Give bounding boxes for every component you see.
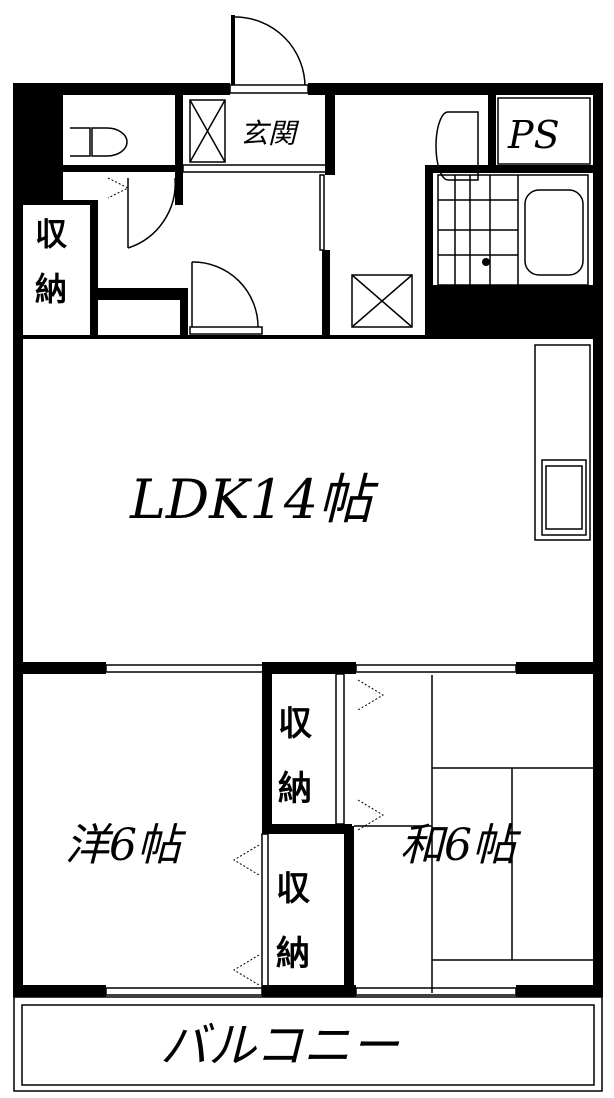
western-room-label: 洋6帖 (65, 820, 187, 871)
ldk-room: LDK14帖 (23, 335, 593, 541)
storage-lower-char2: 納 (276, 934, 310, 974)
storage-left-char2: 納 (35, 270, 67, 308)
middle-wall (13, 662, 603, 674)
ps-box: PS (497, 97, 591, 165)
outer-walls (13, 83, 603, 995)
washbasin (435, 95, 496, 181)
balcony-label: バルコニー (160, 1018, 400, 1074)
western-room: 洋6帖 (65, 820, 187, 871)
toilet (63, 95, 183, 205)
corridor (98, 174, 413, 335)
entrance-door (229, 15, 309, 94)
balcony: バルコニー (13, 996, 603, 1092)
ps-label: PS (507, 113, 560, 157)
storage-upper-char1: 収 (278, 704, 312, 744)
ldk-label: LDK14帖 (129, 468, 379, 531)
storage-upper-char2: 納 (278, 769, 312, 809)
entrance-area: 玄関 (182, 95, 335, 175)
japanese-room-label: 和6帖 (400, 820, 522, 871)
japanese-room: 和6帖 (354, 675, 593, 993)
entrance-label: 玄関 (240, 117, 300, 150)
storage-lower-char1: 収 (276, 869, 310, 909)
bathroom (425, 165, 593, 335)
bottom-wall (13, 985, 603, 997)
middle-storages: 収 納 収 納 (233, 673, 384, 995)
storage-left-char1: 収 (35, 215, 67, 253)
left-storage: 収 納 (23, 200, 98, 335)
